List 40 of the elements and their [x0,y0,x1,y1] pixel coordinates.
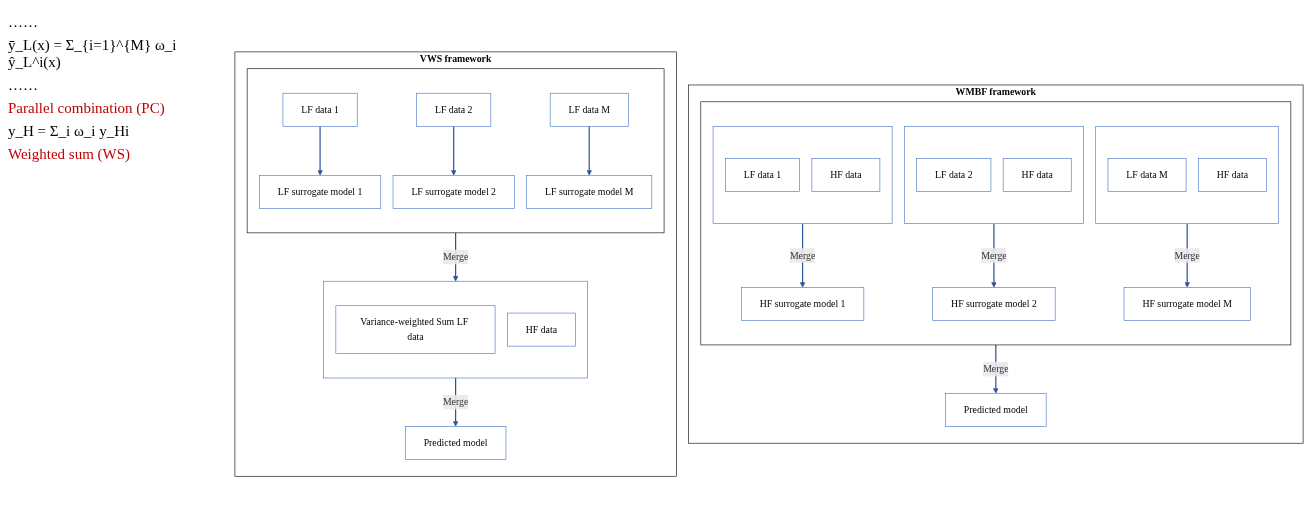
node-box: HF data [1198,158,1267,192]
edge-label: Merge [442,251,469,262]
arrow [586,125,592,176]
node-box: HF data [811,158,881,192]
node-box: LF surrogate model 1 [259,174,382,209]
node-box: LF data 2 [416,92,492,127]
cluster [700,101,1292,346]
note: Weighted sum (WS) [8,146,132,163]
cluster [323,280,588,379]
node-box: Variance-weighted Sum LF data [335,305,496,354]
note: …… [8,77,39,94]
formula: y_H = Σ_i ω_i y_Hi [8,123,131,140]
edge-label: Merge [983,363,1009,374]
node-box: Predicted model [945,392,1047,427]
formula: ȳ_L(x) = Σ_{i=1}^{M} ω_i ŷ_L^i(x) [8,37,178,71]
arrow [451,125,457,176]
edge-label: Merge [1174,249,1200,261]
node-box: LF data 2 [916,158,992,192]
node-box: HF data [1002,158,1072,192]
note: Parallel combination (PC) [8,100,166,117]
node-box: HF surrogate model M [1123,286,1251,321]
node-box: LF data M [1107,158,1187,192]
edge-label: Merge [442,396,469,407]
cluster [1095,125,1279,224]
cluster [246,68,665,234]
node-box: LF data M [549,92,629,127]
node-box: LF data 1 [282,92,358,127]
edge-label: Merge [981,249,1007,261]
node-box: Predicted model [404,425,507,460]
node-box: HF data [507,312,576,347]
node-box: HF surrogate model 1 [741,286,865,321]
node-box: LF surrogate model 2 [392,174,515,209]
node-box: HF surrogate model 2 [932,286,1056,321]
note: …… [8,14,39,31]
node-box: LF surrogate model M [526,174,653,209]
cluster [712,125,893,224]
edge-label: Merge [789,249,816,261]
cluster [904,125,1084,224]
arrow [317,125,323,176]
node-box: LF data 1 [725,158,800,192]
